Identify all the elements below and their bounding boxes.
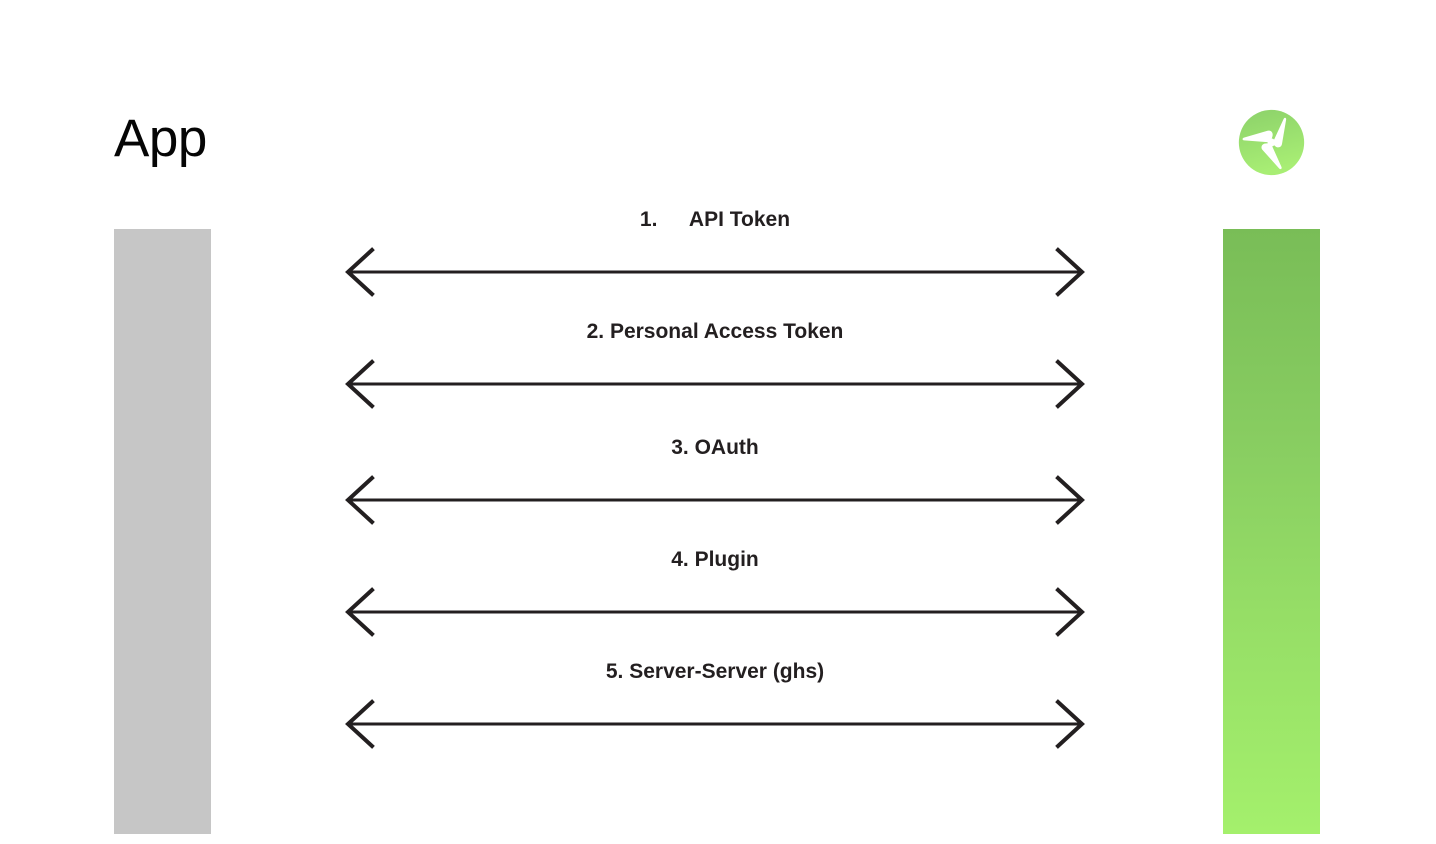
double-arrow-icon [340,472,1090,528]
message-label: 2. Personal Access Token [586,320,844,343]
message-label: 5. Server-Server (ghs) [605,660,825,683]
message-label: 3. OAuth [671,436,759,459]
propeller-logo [1236,107,1307,178]
lifeline-app [114,229,211,834]
page-title: App [114,109,207,168]
message-label: 1. API Token [639,208,791,231]
message-row: 5. Server-Server (ghs) [340,658,1090,749]
double-arrow-icon [340,244,1090,300]
message-row: 3. OAuth [340,434,1090,525]
message-row: 4. Plugin [340,546,1090,637]
message-label: 4. Plugin [671,548,759,571]
double-arrow-icon [340,584,1090,640]
lifeline-service [1223,229,1320,834]
double-arrow-icon [340,356,1090,412]
message-row: 2. Personal Access Token [340,318,1090,409]
message-row: 1. API Token [340,206,1090,297]
double-arrow-icon [340,696,1090,752]
